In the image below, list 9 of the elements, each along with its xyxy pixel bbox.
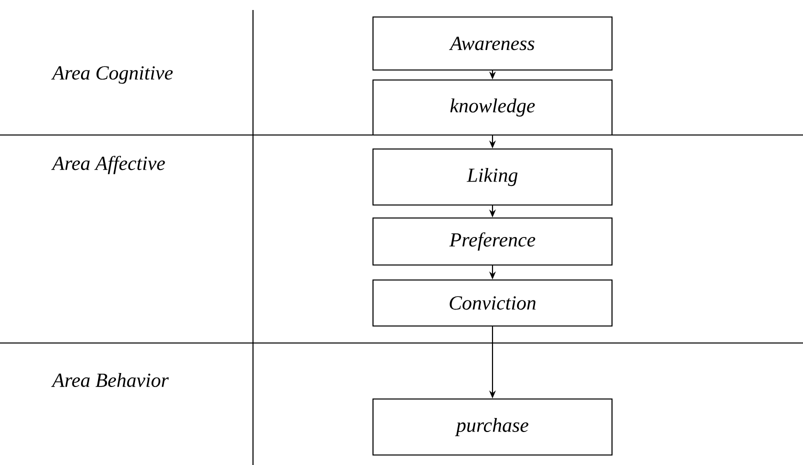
- area-label: Area Behavior: [51, 372, 169, 388]
- process-box: purchase: [372, 398, 613, 456]
- process-box: Awareness: [372, 16, 613, 71]
- area-label: Area Cognitive: [51, 66, 173, 84]
- process-box: Preference: [372, 217, 613, 266]
- process-box: knowledge: [372, 79, 613, 136]
- area-label: Area Affective: [51, 156, 165, 174]
- process-box: Liking: [372, 148, 613, 206]
- process-box: Conviction: [372, 279, 613, 327]
